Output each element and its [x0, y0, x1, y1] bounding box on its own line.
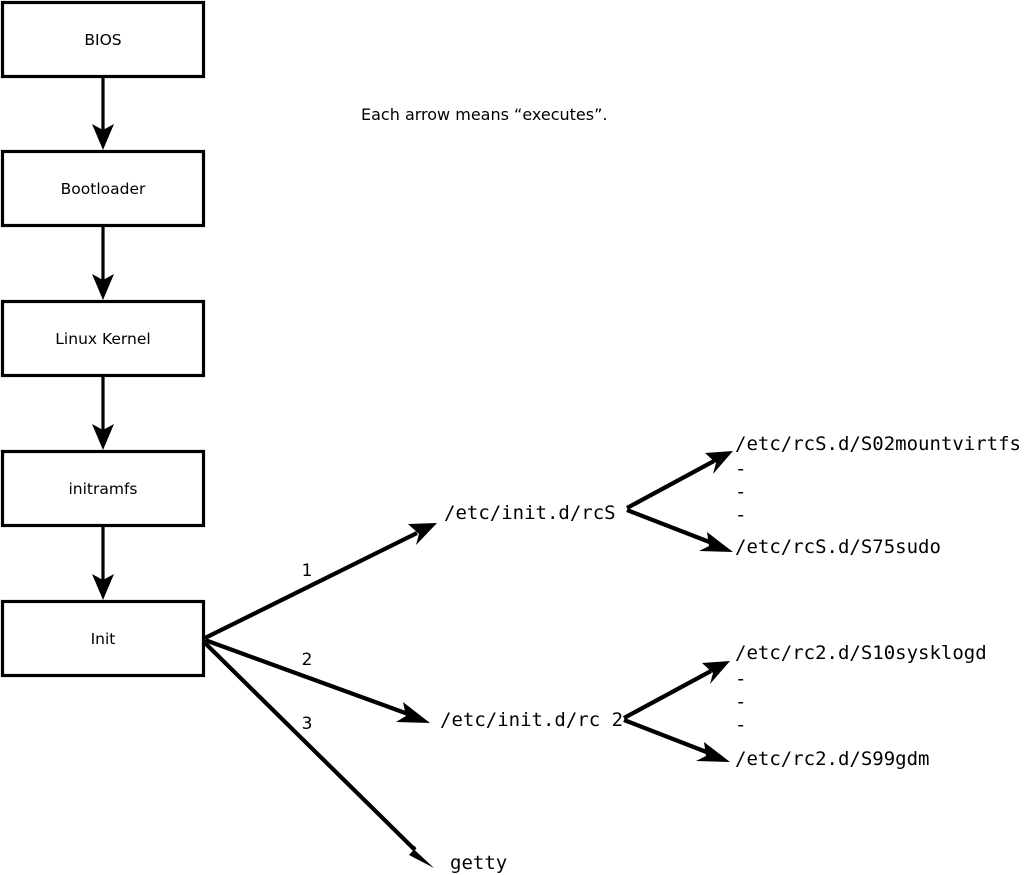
label-getty: getty: [450, 852, 507, 874]
arrow-bios-to-bootloader: [92, 77, 114, 150]
node-bios: BIOS: [0, 0, 206, 79]
initramfs-label: initramfs: [68, 480, 137, 498]
label-rcsd-first-script: /etc/rcS.d/S02mountvirtfs: [735, 433, 1021, 455]
linux-kernel-label: Linux Kernel: [55, 330, 150, 348]
node-linux-kernel: Linux Kernel: [0, 299, 206, 378]
init-label: Init: [91, 630, 116, 648]
arrow-rcs-to-last-script: [626, 508, 733, 552]
arrow-kernel-to-initramfs: [92, 376, 114, 450]
branch-number-2: 2: [302, 650, 313, 670]
arrowhead-branch-1: [408, 523, 437, 545]
arrowhead-down-3: [92, 424, 114, 450]
arrow-init-branch-3: [203, 641, 434, 868]
arrow-initramfs-to-init: [92, 526, 114, 600]
linux-kernel-box: [0, 299, 206, 378]
arrow-rc2-to-last-script: [623, 718, 730, 762]
bios-box: [0, 0, 206, 79]
arrow-rcs-to-first-script: [626, 451, 733, 510]
label-init-d-rcs: /etc/init.d/rcS: [444, 502, 616, 524]
initramfs-box: [0, 449, 206, 528]
arrowhead-rc2-last: [696, 742, 730, 762]
arrowhead-rc2-first: [702, 661, 730, 684]
node-init: Init: [0, 599, 206, 678]
label-rc2d-first-script: /etc/rc2.d/S10sysklogd: [735, 642, 987, 664]
bios-label: BIOS: [84, 31, 121, 49]
node-initramfs: initramfs: [0, 449, 206, 528]
arrowhead-down-1: [92, 124, 114, 150]
branch-number-3: 3: [302, 714, 313, 734]
label-rcsd-last-script: /etc/rcS.d/S75sudo: [735, 536, 941, 558]
label-rcsd-ellipsis-2: -: [735, 481, 746, 503]
arrow-init-branch-1: [204, 523, 437, 640]
arrowhead-down-2: [92, 274, 114, 300]
bootloader-box: [0, 149, 206, 228]
arrowhead-rcs-last: [699, 532, 733, 552]
arrow-bootloader-to-kernel: [92, 226, 114, 300]
label-rc2d-ellipsis-3: -: [735, 714, 746, 736]
caption-text: Each arrow means “executes”.: [361, 105, 607, 124]
label-rc2d-last-script: /etc/rc2.d/S99gdm: [735, 748, 929, 770]
label-init-d-rc2: /etc/init.d/rc 2: [440, 709, 623, 731]
arrow-init-branch-2: [204, 638, 430, 723]
bootloader-label: Bootloader: [61, 180, 146, 198]
label-rcsd-ellipsis-3: -: [735, 504, 746, 526]
branch-number-1: 1: [302, 561, 313, 581]
arrow-rc2-to-first-script: [623, 661, 730, 720]
arrowhead-down-4: [92, 574, 114, 600]
label-rcsd-ellipsis-1: -: [735, 458, 746, 480]
label-rc2d-ellipsis-2: -: [735, 691, 746, 713]
init-box: [0, 599, 206, 678]
arrowhead-branch-2: [396, 702, 430, 723]
arrowhead-branch-3: [405, 841, 434, 868]
label-rc2d-ellipsis-1: -: [735, 668, 746, 690]
node-bootloader: Bootloader: [0, 149, 206, 228]
arrowhead-rcs-first: [705, 451, 733, 474]
